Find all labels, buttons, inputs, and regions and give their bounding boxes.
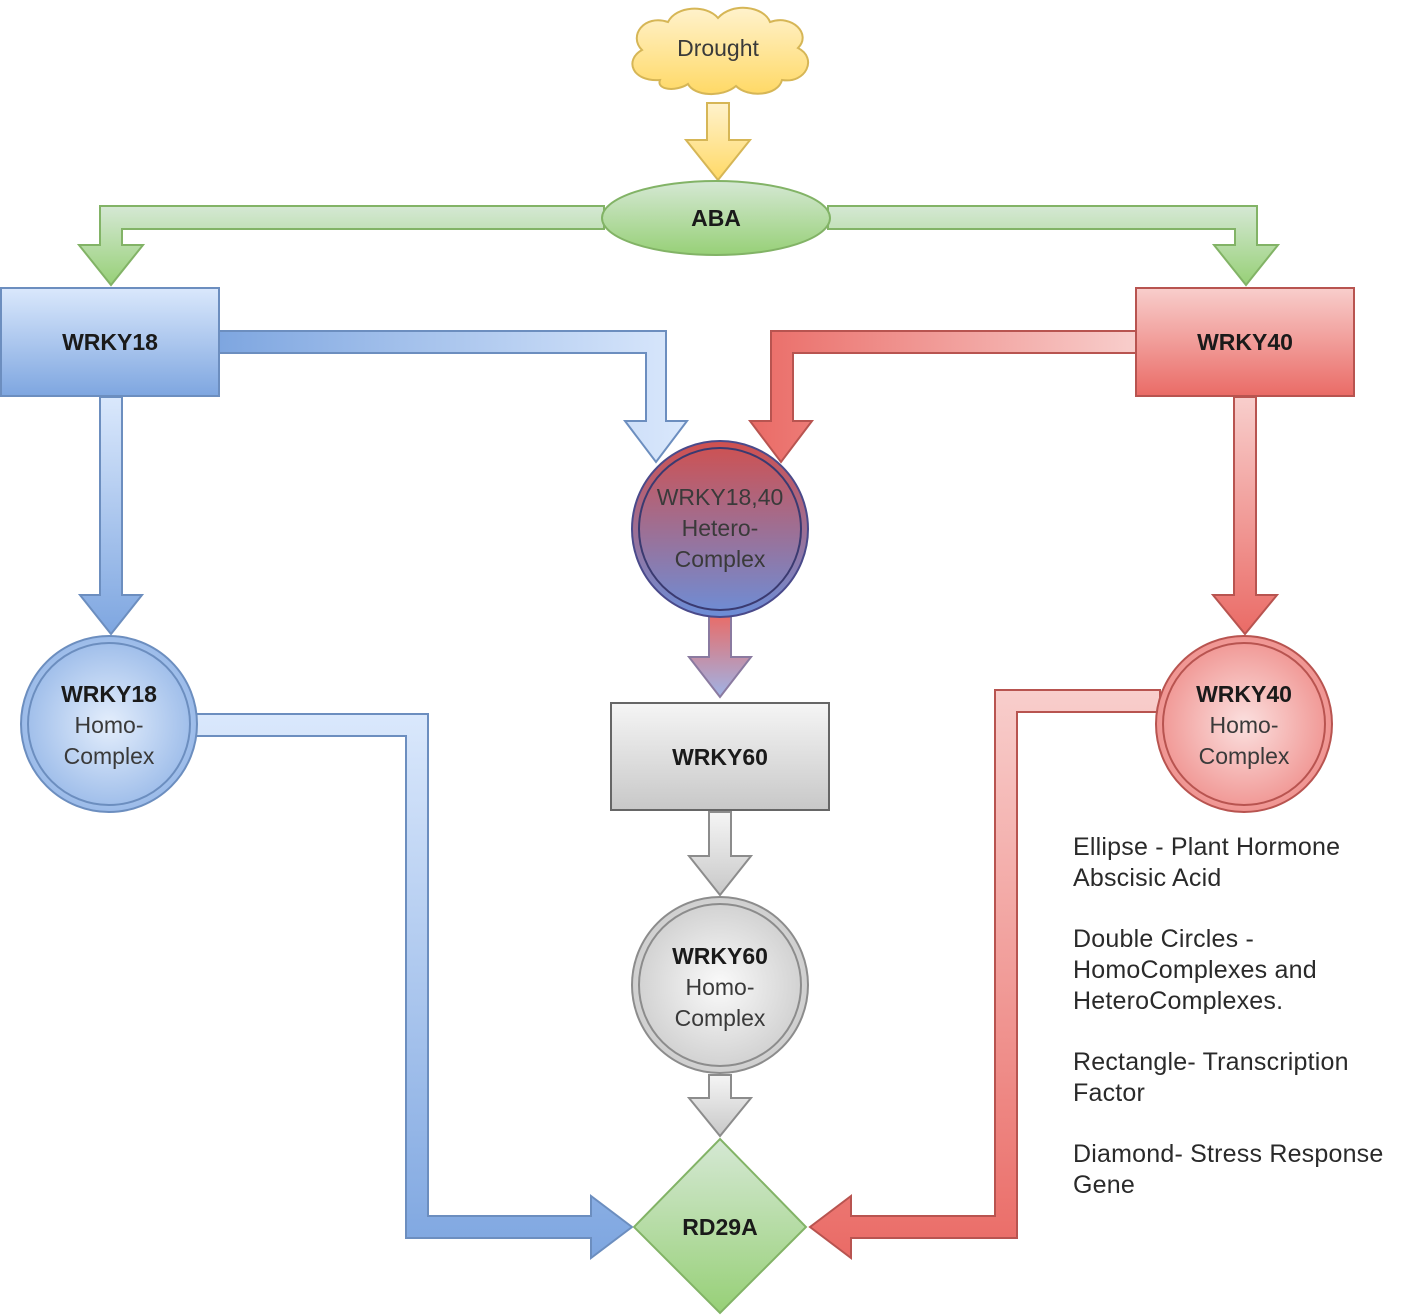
legend-rectangle-line2: Factor xyxy=(1073,1079,1146,1107)
arrow-wrky60-to-homo xyxy=(686,811,754,897)
rd29a-label: RD29A xyxy=(682,1214,757,1240)
legend-diamond-line2: Gene xyxy=(1073,1171,1135,1199)
arrow-wrky40-to-homo xyxy=(1210,396,1280,636)
hetero-complex-circle: WRKY18,40 Hetero- Complex xyxy=(631,440,809,618)
wrky18-homo-line2: Homo- xyxy=(74,712,143,738)
legend-circles-line1: Double Circles - xyxy=(1073,925,1255,953)
drought-label: Drought xyxy=(677,35,759,61)
wrky60-homo-circle: WRKY60 Homo- Complex xyxy=(631,896,809,1074)
wrky18-label: WRKY18 xyxy=(62,329,158,355)
arrow-aba-to-wrky18 xyxy=(76,205,605,287)
hetero-line1: WRKY18,40 xyxy=(657,484,784,510)
hetero-line3: Complex xyxy=(675,546,766,572)
wrky18-box: WRKY18 xyxy=(0,287,220,397)
legend-rectangle-line1: Rectangle- Transcription xyxy=(1073,1048,1349,1076)
wrky60-homo-line2: Homo- xyxy=(685,974,754,1000)
wrky40-homo-line1: WRKY40 xyxy=(1196,681,1292,707)
wrky18-homo-line3: Complex xyxy=(64,743,155,769)
legend-diamond-line1: Diamond- Stress Response xyxy=(1073,1140,1384,1168)
legend: Ellipse - Plant Hormone Abscisic Acid Do… xyxy=(1073,832,1413,1231)
arrow-wrky18-to-homo xyxy=(77,396,145,636)
wrky60-box: WRKY60 xyxy=(610,702,830,811)
rd29a-diamond: RD29A xyxy=(632,1137,808,1315)
legend-ellipse-line1: Ellipse - Plant Hormone xyxy=(1073,833,1341,861)
wrky60-label: WRKY60 xyxy=(672,744,768,770)
wrky18-homo-circle: WRKY18 Homo- Complex xyxy=(20,635,198,813)
legend-ellipse-line2: Abscisic Acid xyxy=(1073,864,1222,892)
wrky40-homo-line3: Complex xyxy=(1199,743,1290,769)
arrow-wrky40homo-to-rd29a xyxy=(808,689,1161,1261)
wrky40-homo-circle: WRKY40 Homo- Complex xyxy=(1155,635,1333,813)
legend-circles-line2: HomoComplexes and xyxy=(1073,956,1317,984)
drought-cloud: Drought xyxy=(631,6,810,95)
wrky40-label: WRKY40 xyxy=(1197,329,1293,355)
arrow-drought-to-aba xyxy=(683,102,753,182)
legend-double-circles: Double Circles - HomoComplexes and Heter… xyxy=(1073,924,1413,1017)
arrow-hetero-to-wrky60 xyxy=(686,613,754,699)
arrow-wrky60homo-to-rd29a xyxy=(686,1074,754,1138)
arrow-wrky40-to-hetero xyxy=(747,330,1137,464)
arrow-wrky18-to-hetero xyxy=(218,330,690,464)
aba-ellipse: ABA xyxy=(601,180,831,256)
legend-circles-line3: HeteroComplexes. xyxy=(1073,987,1284,1015)
aba-label: ABA xyxy=(691,205,741,231)
hetero-line2: Hetero- xyxy=(682,515,759,541)
wrky60-homo-line3: Complex xyxy=(675,1005,766,1031)
wrky40-homo-line2: Homo- xyxy=(1209,712,1278,738)
arrow-wrky18homo-to-rd29a xyxy=(195,713,634,1261)
wrky40-box: WRKY40 xyxy=(1135,287,1355,397)
wrky60-homo-line1: WRKY60 xyxy=(672,943,768,969)
legend-ellipse: Ellipse - Plant Hormone Abscisic Acid xyxy=(1073,832,1413,894)
legend-rectangle: Rectangle- Transcription Factor xyxy=(1073,1047,1413,1109)
legend-diamond: Diamond- Stress Response Gene xyxy=(1073,1139,1413,1201)
wrky18-homo-line1: WRKY18 xyxy=(61,681,157,707)
arrow-aba-to-wrky40 xyxy=(827,205,1281,287)
